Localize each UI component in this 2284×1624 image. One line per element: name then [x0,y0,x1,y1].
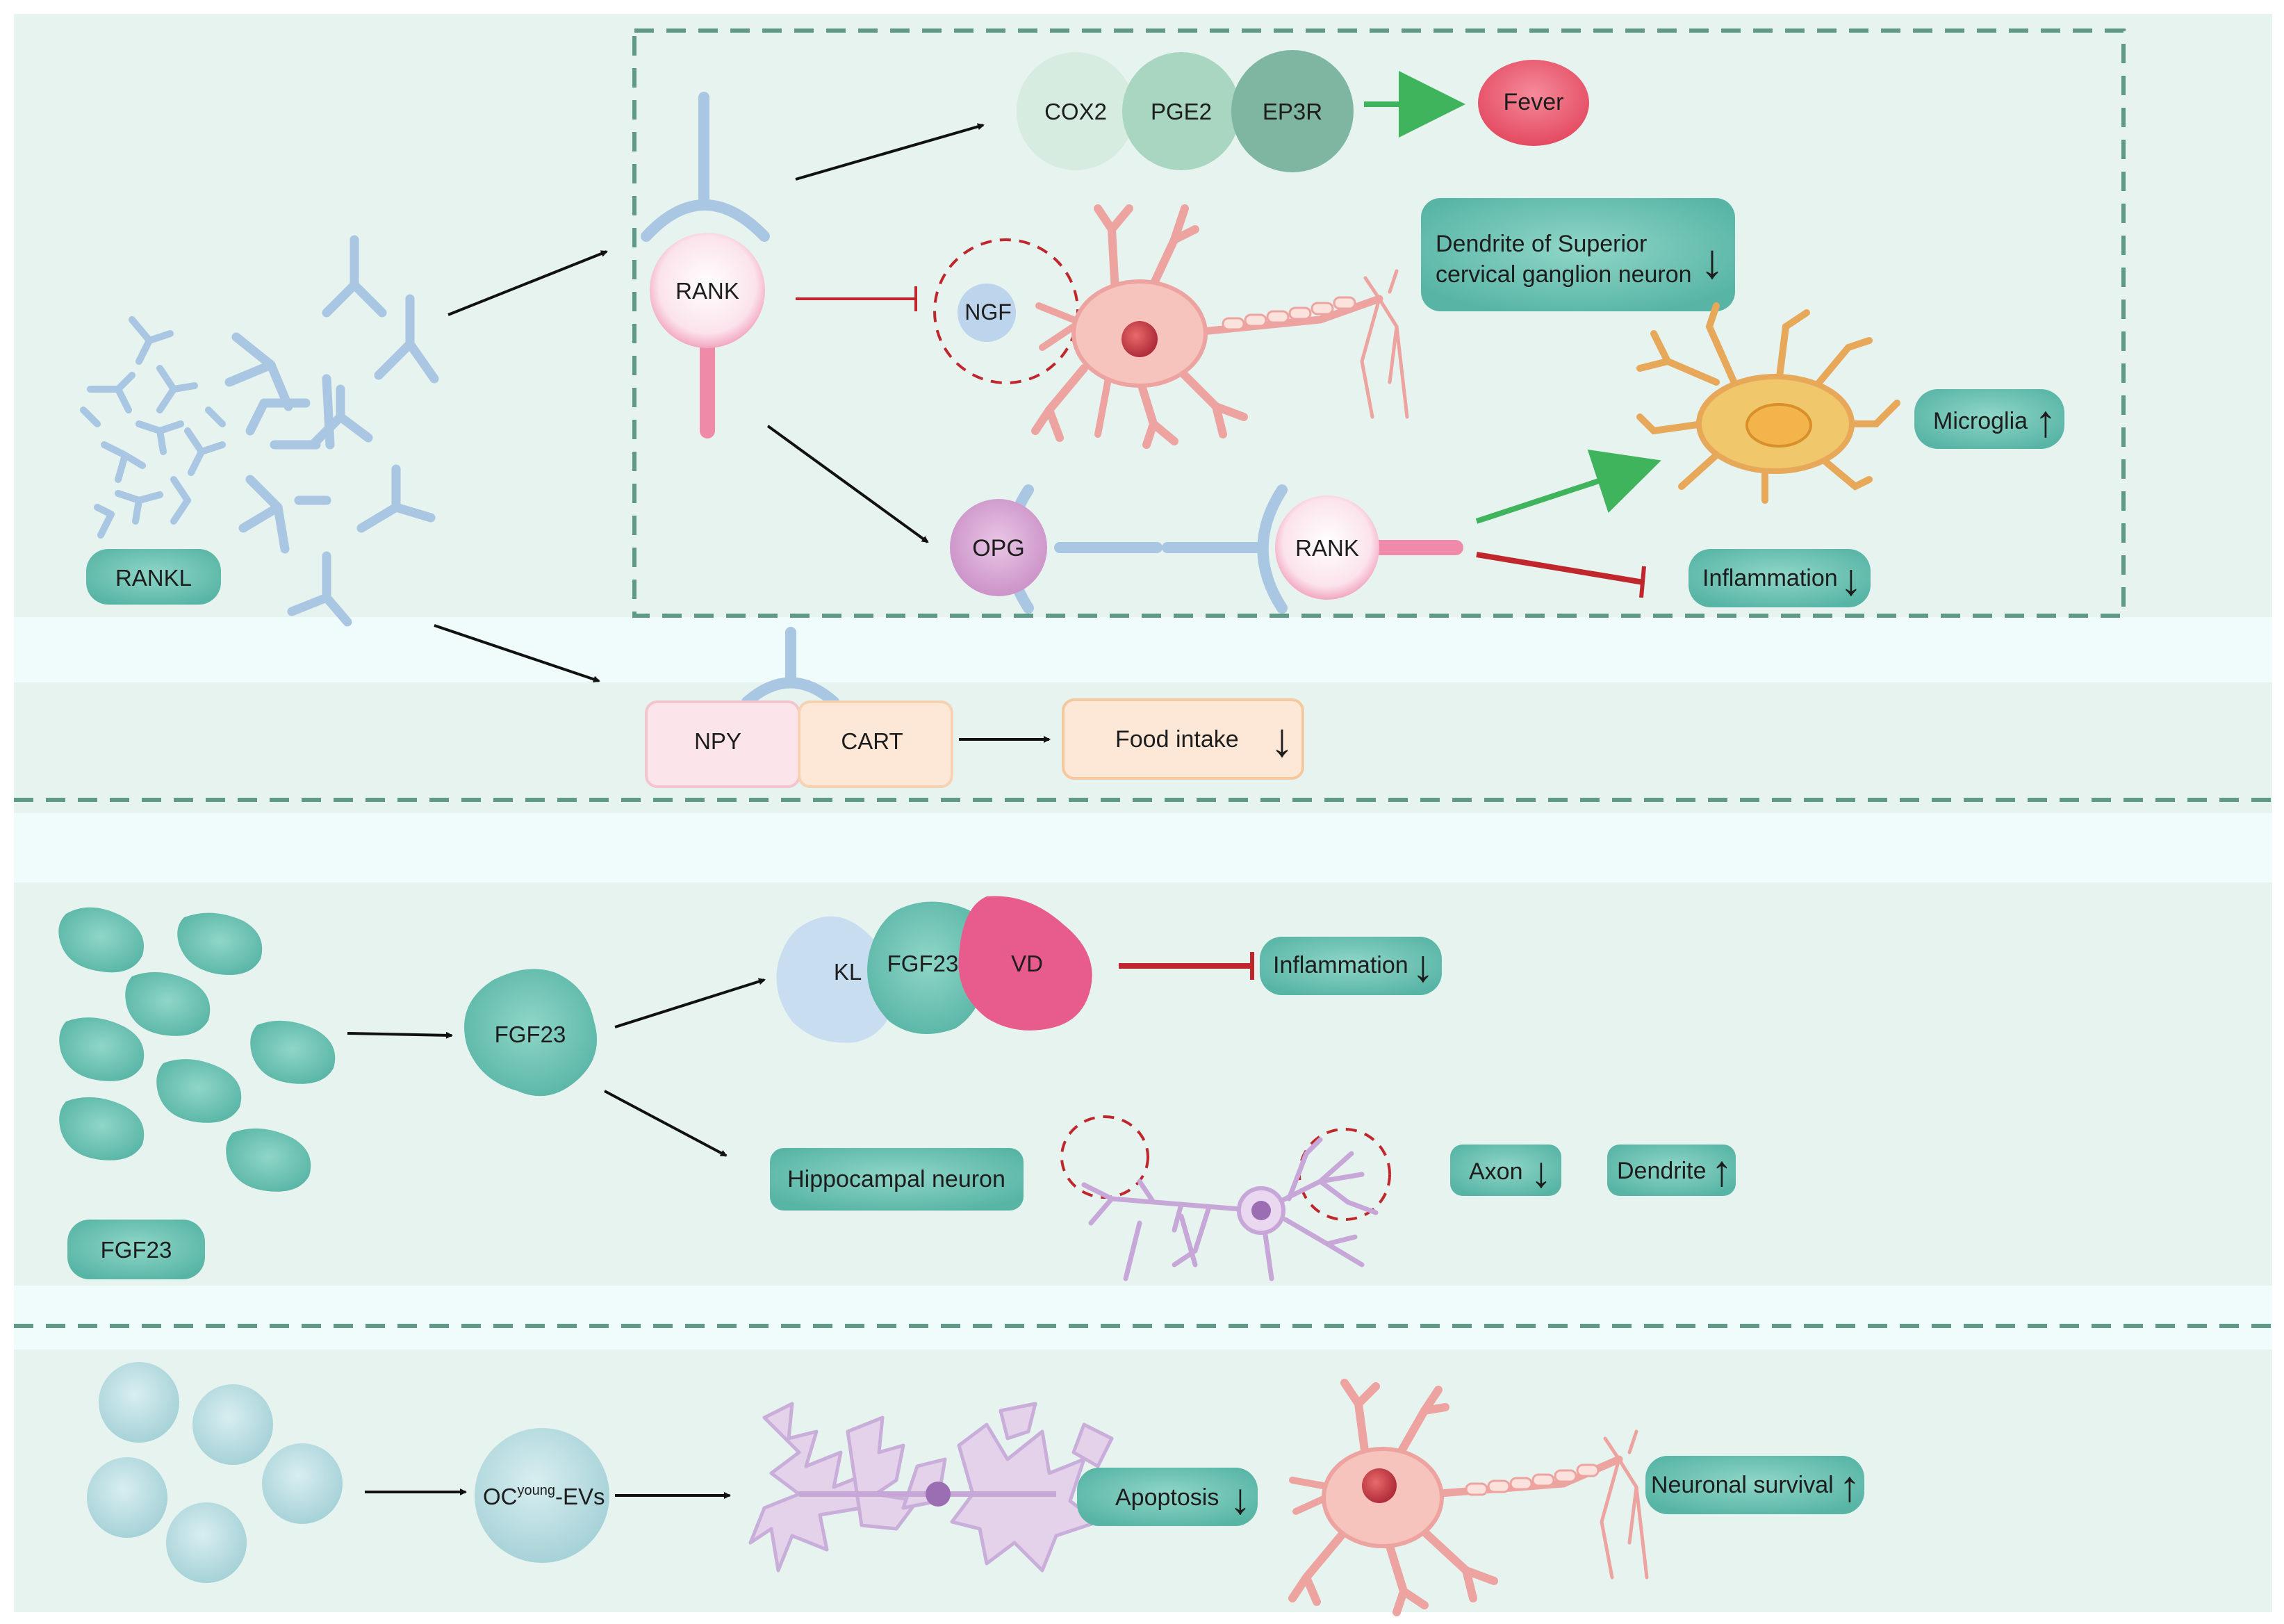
fever-label: Fever [1504,89,1564,115]
sympathetic-neuron-illustration [1031,204,1409,449]
hippocampal-neuron-illustration [1081,1137,1379,1281]
neuronal-survival-arrow: ↑ [1839,1463,1861,1511]
dendrite-box [1607,1145,1736,1196]
inhibit-rank-inflammation [1476,552,1646,598]
oc-evs-label: OCyoung-EVs [483,1483,605,1509]
dendrite-scg-arrow: ↓ [1700,234,1725,288]
inflammation-arrow-1: ↓ [1840,555,1862,605]
food-intake-box [1062,698,1304,780]
kl-blob [776,916,896,1043]
arrow-fgf23-to-hippocampal [604,1090,728,1157]
damaged-neuron-nucleus [926,1482,951,1507]
dendrite-scg-line2: cervical ganglion neuron [1436,261,1692,288]
healthy-neuron-illustration [1288,1379,1649,1616]
ngf-ball [958,284,1016,342]
arrow-fgf23-cluster [347,1031,453,1039]
band-strip-1 [14,617,2272,682]
oc-evs-circle [475,1428,609,1563]
arrow-fgf23-to-complex [614,978,766,1028]
microglia-box [1914,389,2064,449]
rankl-label: RANKL [115,565,192,591]
kl-label: KL [834,959,862,985]
arrow-rank-to-cox2 [795,123,985,181]
apoptosis-arrow: ↓ [1230,1475,1251,1523]
opg-label: OPG [972,535,1025,561]
npy-cart-receptor [741,627,839,707]
fgf23-center-label: FGF23 [495,1022,566,1047]
dendrite-arrow: ↑ [1711,1147,1733,1195]
inflammation-label-2: Inflammation [1273,952,1408,978]
healthy-neuron-nucleus [1362,1468,1397,1503]
vd-label: VD [1011,951,1043,976]
axon-arrow: ↓ [1531,1149,1552,1197]
rankl-small-cluster [80,316,226,539]
neuronal-survival-box [1645,1456,1864,1514]
neuronal-survival-label: Neuronal survival [1651,1472,1834,1498]
axon-label: Axon [1469,1158,1523,1185]
opg-rank-complex [950,484,1463,614]
fever-oval [1478,60,1589,146]
microglia-arrow: ↑ [2035,396,2057,446]
fgf23-label-pill [67,1220,205,1279]
ep3r-label: EP3R [1263,99,1322,124]
arrow-rankl-to-rank [447,250,608,316]
axon-box [1450,1145,1561,1196]
cart-box [798,700,953,788]
hippocampal-box [770,1148,1024,1211]
microglia-nucleus [1745,403,1812,448]
dendrite-scg-box [1421,198,1735,311]
fgf23-label: FGF23 [101,1237,172,1263]
fgf23-complex-label: FGF23 [887,951,959,976]
arrow-rank-to-opg [766,425,929,543]
apoptosis-label: Apoptosis [1115,1484,1219,1511]
microglia-label: Microglia [1933,408,2028,434]
cart-label: CART [841,728,903,754]
arrow-rank-to-microglia [1475,449,1661,524]
band-strip-3 [14,1286,2272,1350]
neuron-nucleus [1122,321,1158,357]
rank-receptor-top [641,92,770,438]
inflammation-arrow-2: ↓ [1412,941,1434,991]
food-intake-label: Food intake [1115,726,1239,753]
cox2-circle [1017,52,1135,170]
vd-blob [958,896,1092,1031]
cox2-label: COX2 [1044,99,1107,124]
axon-myelin [1222,296,1356,331]
pge2-label: PGE2 [1151,99,1212,124]
rankl-label-pill [86,549,221,605]
fgf23-complex-blob [867,901,989,1034]
food-intake-arrow: ↓ [1270,714,1294,766]
hippocampal-label: Hippocampal neuron [787,1166,1005,1192]
pge2-circle [1122,52,1240,170]
inhibit-vd-inflammation [1119,952,1254,980]
rankl-molecules [224,235,439,627]
ep3r-circle [1231,50,1354,172]
inhibit-rank-ngf [796,286,917,311]
dendrite-scg-line1: Dendrite of Superior [1436,231,1647,257]
vesicle-cluster [87,1362,343,1583]
apoptosis-box [1077,1468,1258,1526]
damaged-neuron-illustration [748,1402,1114,1573]
band-strip-2 [14,813,2272,883]
rank-top-label: RANK [675,278,739,304]
healthy-axon-myelin [1465,1463,1600,1496]
hippocampal-nucleus [1251,1201,1271,1220]
rank-bottom-label: RANK [1295,535,1359,561]
inflammation-label-1: Inflammation [1702,565,1838,591]
dendrite-label: Dendrite [1617,1158,1707,1184]
arrow-rankl-to-npy [434,624,600,683]
npy-label: NPY [694,728,741,754]
fgf23-molecules [58,907,336,1192]
ngf-label: NGF [964,300,1012,325]
inflammation-box-2 [1260,937,1442,995]
fgf23-center-blob [463,969,598,1097]
cns-dashed-box [632,28,2126,618]
inflammation-box-1 [1689,549,1871,607]
